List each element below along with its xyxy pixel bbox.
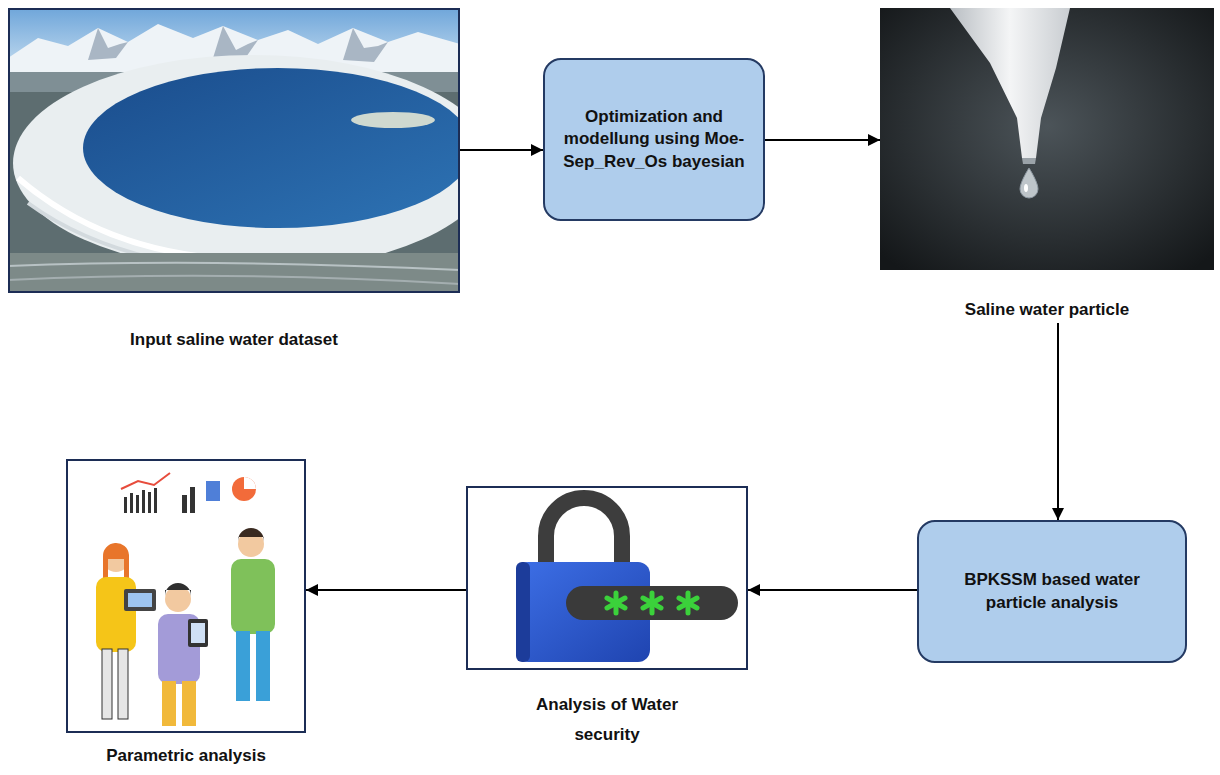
people-analysis-illustration-part: [142, 490, 145, 513]
dropper-photo-part: [1022, 158, 1036, 164]
people-analysis-illustration-part: [148, 492, 151, 513]
people-analysis-illustration-part: [191, 623, 205, 643]
people-analysis-illustration: [66, 459, 306, 733]
process-box: BPKSSM based water particle analysis: [917, 520, 1187, 663]
salt-lake-photo: [8, 8, 493, 293]
process-label: Optimization and modellung using Moe-Sep…: [559, 106, 749, 172]
password-asterisks-part: [643, 598, 661, 608]
people-analysis-illustration-part: [102, 649, 112, 719]
salt-lake-photo: [8, 8, 493, 293]
people-analysis-illustration-part: [118, 649, 128, 719]
password-asterisks-part: [643, 598, 661, 608]
padlock-icon: [466, 486, 748, 670]
people-analysis-illustration-part: [244, 477, 256, 489]
salt-lake-photo-part: [8, 276, 460, 284]
password-asterisks: [607, 593, 697, 613]
dropper-photo-part: [950, 8, 1070, 158]
people-analysis-illustration-part: [165, 583, 191, 596]
password-asterisks-part: [679, 598, 697, 608]
people-analysis-illustration-part: [96, 577, 136, 652]
flow-arrow: [748, 589, 917, 591]
salt-lake-photo-part: [343, 28, 388, 62]
image-frame: [8, 8, 460, 293]
salt-lake-photo-part: [8, 253, 460, 293]
flow-arrow: [460, 149, 543, 151]
people-analysis-illustration-part: [236, 631, 250, 701]
people-analysis-illustration-part: [136, 495, 139, 513]
salt-lake-photo-part: [13, 55, 493, 271]
image-panel: Input saline water dataset: [8, 8, 460, 353]
salt-lake-photo-part: [83, 68, 473, 228]
password-asterisks-part: [607, 598, 625, 608]
image-caption: Input saline water dataset: [24, 327, 444, 353]
dropper-photo-part: [1020, 168, 1038, 198]
padlock-icon: [466, 486, 748, 670]
process-label: BPKSSM based water particle analysis: [933, 569, 1171, 613]
image-caption: Saline water particle: [887, 297, 1207, 323]
people-analysis-illustration: [66, 459, 306, 733]
people-analysis-illustration-part: [182, 681, 196, 726]
image-panel: Saline water particle: [880, 8, 1214, 323]
people-analysis-illustration-part: [190, 487, 195, 513]
salt-lake-photo-part: [351, 112, 435, 128]
salt-lake-photo-part: [8, 263, 460, 270]
dropper-photo: [880, 8, 1214, 270]
process-box: Optimization and modellung using Moe-Sep…: [543, 58, 765, 221]
people-analysis-illustration-part: [128, 593, 152, 607]
people-analysis-illustration-part: [130, 493, 133, 513]
image-panel: Analysis of Water security: [466, 486, 748, 750]
people-analysis-illustration-part: [66, 459, 306, 733]
people-analysis-illustration-part: [124, 497, 127, 513]
dropper-photo-part: [1024, 184, 1028, 192]
flow-arrow: [765, 139, 880, 141]
flow-arrow: [306, 589, 466, 591]
padlock-icon-part: [546, 498, 622, 568]
image-panel: Parametric analysis: [66, 459, 306, 766]
password-asterisks-part: [607, 598, 625, 608]
people-analysis-illustration-part: [256, 631, 270, 701]
salt-lake-photo-part: [213, 26, 258, 60]
image-caption: Analysis of Water security: [507, 690, 707, 750]
padlock-icon-part: [466, 486, 748, 670]
image-frame: [466, 486, 748, 670]
people-analysis-illustration-part: [121, 473, 170, 489]
image-caption: Parametric analysis: [66, 746, 306, 766]
people-analysis-illustration-part: [206, 481, 220, 501]
people-analysis-illustration-part: [182, 495, 187, 513]
people-analysis-illustration-part: [232, 477, 256, 501]
people-analysis-illustration-part: [162, 681, 176, 726]
people-analysis-illustration-part: [188, 619, 208, 647]
padlock-icon-part: [566, 586, 738, 620]
padlock-icon-part: [516, 562, 530, 662]
image-frame: [66, 459, 306, 733]
people-analysis-illustration-part: [231, 559, 275, 634]
dropper-photo: [880, 8, 1214, 270]
salt-lake-photo-part: [88, 28, 128, 60]
image-frame: [880, 8, 1214, 270]
flow-arrow: [1057, 323, 1059, 520]
people-analysis-illustration-part: [124, 589, 156, 611]
people-analysis-illustration-part: [238, 528, 264, 541]
password-asterisks-part: [679, 598, 697, 608]
people-analysis-illustration-part: [154, 488, 157, 513]
dropper-photo-part: [880, 8, 1214, 270]
